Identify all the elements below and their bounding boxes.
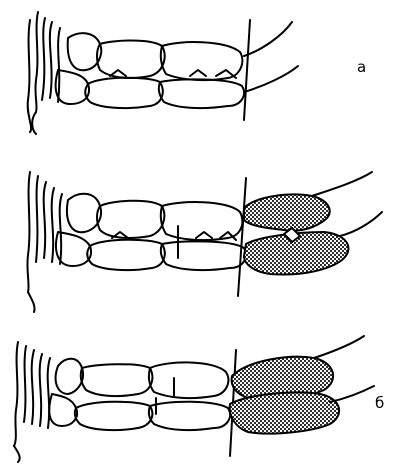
panel-label-a: а <box>357 60 366 75</box>
panel-top-teeth <box>28 12 298 134</box>
panel-middle-shaded-teeth <box>244 172 382 274</box>
panel-bottom-teeth <box>14 342 236 462</box>
panel-label-b: б <box>375 396 384 411</box>
panel-bottom-shaded-teeth <box>230 336 374 434</box>
panel-middle-teeth <box>27 172 246 312</box>
